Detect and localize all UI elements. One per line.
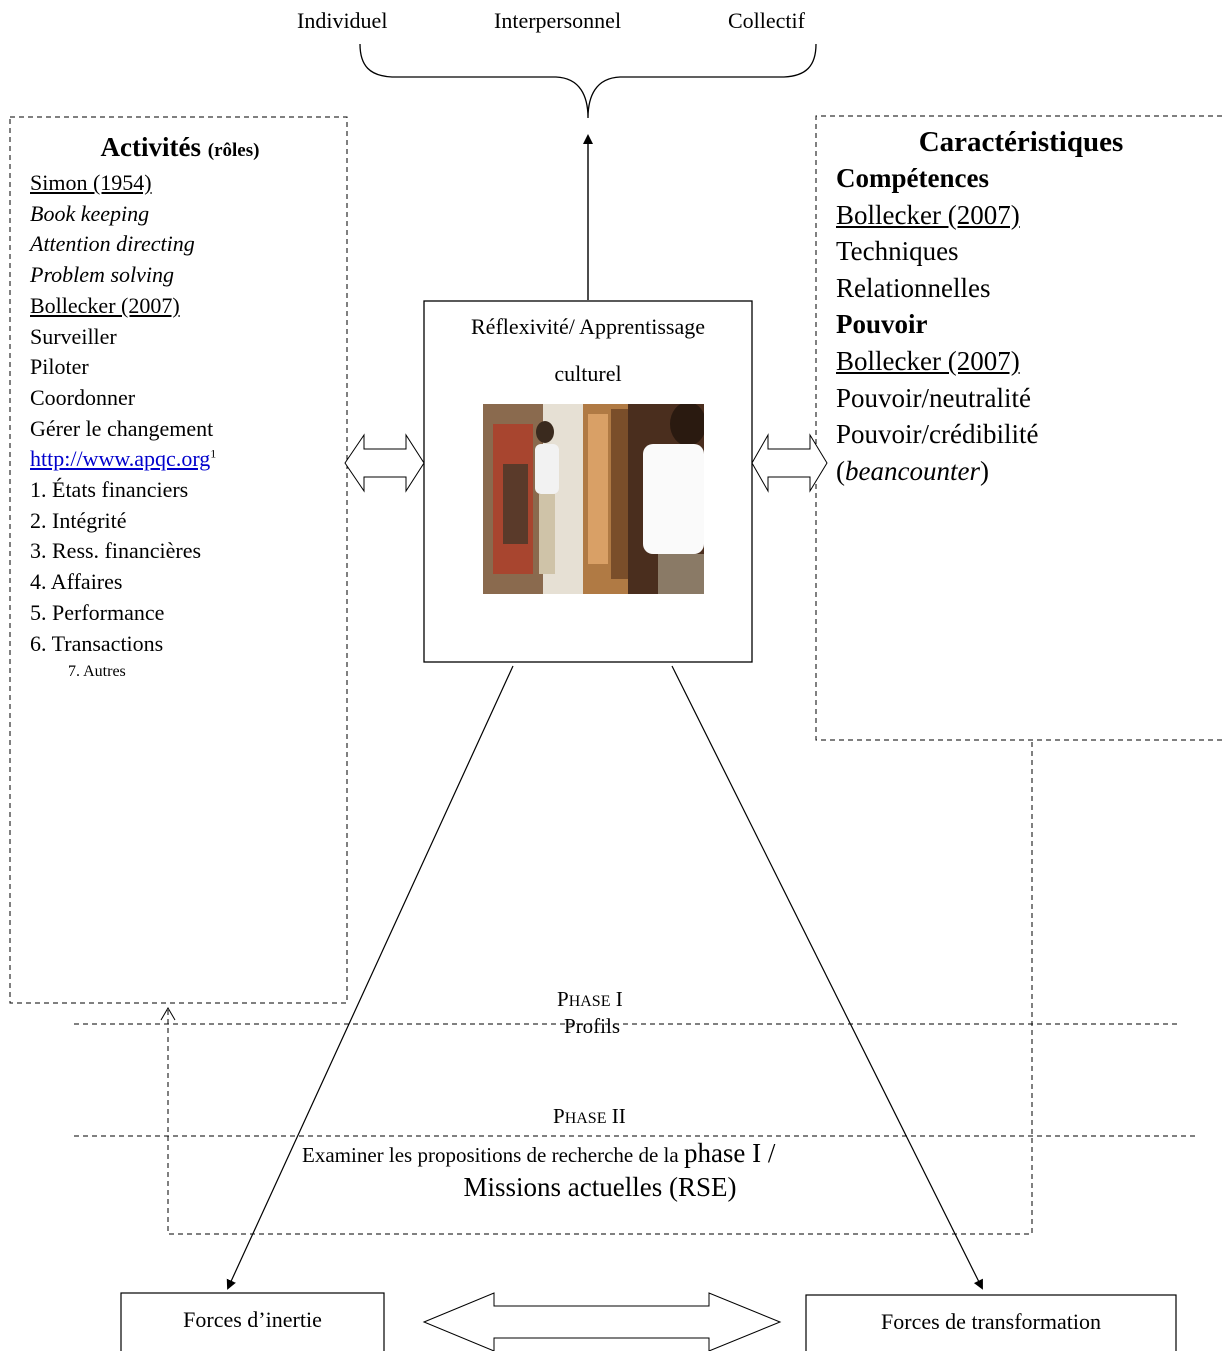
activity-piloter: Piloter: [30, 354, 89, 380]
inertia-box: [120, 1292, 385, 1351]
ref-bollecker-competences: Bollecker (2007): [836, 199, 1020, 230]
competence-item: Relationnelles: [836, 272, 991, 303]
store-photo: [483, 404, 704, 594]
transformation-box: [805, 1294, 1177, 1351]
level-collective: Collectif: [728, 8, 805, 33]
ref-bollecker-pouvoir: Bollecker (2007): [836, 345, 1020, 376]
level-individual: Individuel: [297, 8, 388, 33]
activities-panel: Activités (rôles) Simon (1954) Book keep…: [30, 130, 330, 685]
feedback-loop: [167, 742, 1033, 1235]
center-box: [423, 300, 753, 663]
phase2-description: Examiner les propositions de recherche d…: [302, 1138, 776, 1168]
phase2-label: PHASE II: [553, 1104, 626, 1128]
arrow-to-transformation: [671, 665, 983, 1290]
activity-book-keeping: Book keeping: [30, 200, 150, 226]
ref-bollecker-activities: Bollecker (2007): [30, 292, 180, 318]
right-double-arrow: [751, 433, 828, 493]
center-box-line2: culturel: [554, 361, 622, 386]
numbered-item: 2. Intégrité: [30, 507, 127, 533]
pouvoir-item: Pouvoir/neutralité: [836, 382, 1031, 413]
level-interpersonal: Interpersonnel: [494, 8, 622, 33]
activity-coordonner: Coordonner: [30, 384, 136, 410]
apqc-link-row: http://www.apqc.org1: [30, 444, 330, 475]
activities-title-main: Activités: [100, 132, 201, 162]
beancounter-row: (beancounter): [836, 455, 989, 486]
activities-title-paren: (rôles): [207, 140, 260, 161]
apqc-link[interactable]: http://www.apqc.org: [30, 446, 211, 472]
numbered-item: 3. Ress. financières: [30, 538, 202, 564]
competence-item: Techniques: [836, 236, 959, 267]
levels-brace: [359, 43, 817, 119]
numbered-item-autres: 7. Autres: [68, 663, 126, 681]
left-double-arrow: [344, 433, 425, 493]
forces-transformation-label: Forces de transformation: [881, 1309, 1101, 1334]
numbered-item: 4. Affaires: [30, 569, 123, 595]
left-dashed-box: [9, 116, 348, 1004]
arrow-to-inertia: [226, 665, 514, 1290]
store-photo-illustration: [483, 404, 704, 594]
forces-inertie-label: Forces d’inertie: [183, 1307, 322, 1332]
phase2-missions: Missions actuelles (RSE): [463, 1172, 737, 1202]
pouvoir-heading: Pouvoir: [836, 309, 928, 340]
right-dashed-box: [815, 115, 1222, 741]
phase1-label: PHASE I: [557, 987, 623, 1011]
ref-simon: Simon (1954): [30, 170, 152, 195]
feedback-arrowhead: [160, 1007, 176, 1021]
activity-attention-directing: Attention directing: [30, 231, 195, 257]
bottom-double-arrow: [422, 1292, 782, 1351]
activity-gerer-changement: Gérer le changement: [30, 415, 214, 441]
activity-surveiller: Surveiller: [30, 323, 117, 349]
center-box-line1: Réflexivité/ Apprentissage: [471, 314, 705, 339]
characteristics-title: Caractéristiques: [918, 126, 1124, 158]
pouvoir-item: Pouvoir/crédibilité: [836, 419, 1039, 450]
beancounter-term: beancounter: [845, 455, 980, 486]
footnote-marker: 1: [210, 447, 217, 461]
numbered-item: 1. États financiers: [30, 477, 189, 503]
phase1-profils: Profils: [564, 1014, 621, 1038]
activity-problem-solving: Problem solving: [30, 262, 174, 288]
numbered-item: 6. Transactions: [30, 630, 164, 656]
numbered-item: 5. Performance: [30, 599, 165, 625]
activities-title: Activités (rôles): [30, 130, 330, 168]
characteristics-panel: Caractéristiques Compétences Bollecker (…: [836, 124, 1206, 489]
competences-heading: Compétences: [836, 163, 989, 193]
